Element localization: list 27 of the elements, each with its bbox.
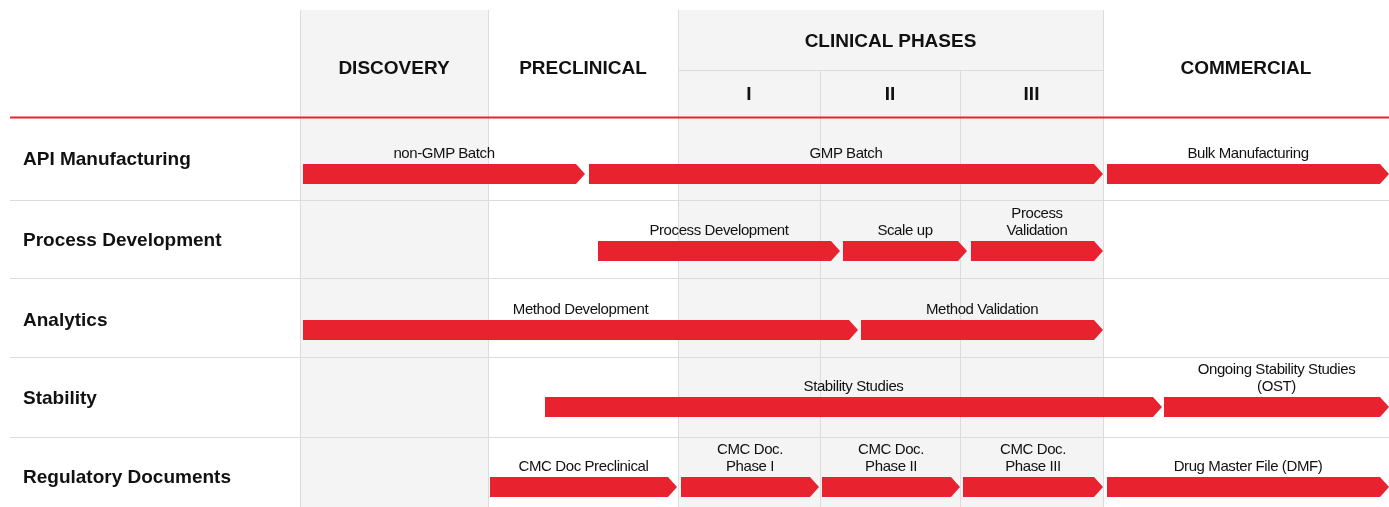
row-label: Process Development	[23, 229, 222, 251]
column-header: I	[745, 83, 753, 105]
column-header: DISCOVERY	[337, 57, 451, 79]
bar-label: non-GMP Batch	[393, 144, 495, 161]
row-label: API Manufacturing	[23, 148, 191, 170]
row-label: Analytics	[23, 309, 108, 331]
column-header: CLINICAL PHASES	[803, 30, 978, 52]
row-label: Stability	[23, 387, 97, 409]
bar-label: GMP Batch	[809, 144, 883, 161]
column-header: COMMERCIAL	[1179, 57, 1313, 79]
bar-label: Scale up	[877, 221, 933, 238]
bar-label: CMC Doc. Phase III	[999, 440, 1067, 474]
bar-label: CMC Doc. Phase I	[716, 440, 784, 474]
bar-label: Method Development	[512, 300, 649, 317]
column-header: PRECLINICAL	[518, 57, 648, 79]
bar-label: Process Development	[649, 221, 789, 238]
bar-label: Method Validation	[925, 300, 1039, 317]
bar-label: Ongoing Stability Studies (OST)	[1196, 360, 1357, 394]
column-header: III	[1022, 83, 1041, 105]
bar-label: Process Validation	[1005, 204, 1069, 238]
bar-label: Bulk Manufacturing	[1187, 144, 1309, 161]
row-label: Regulatory Documents	[23, 466, 231, 488]
column-header: II	[883, 83, 897, 105]
bar-label: Drug Master File (DMF)	[1173, 457, 1323, 474]
bar-label: CMC Doc Preclinical	[518, 457, 649, 474]
bar-label: CMC Doc. Phase II	[857, 440, 925, 474]
bar-label: Stability Studies	[803, 377, 904, 394]
